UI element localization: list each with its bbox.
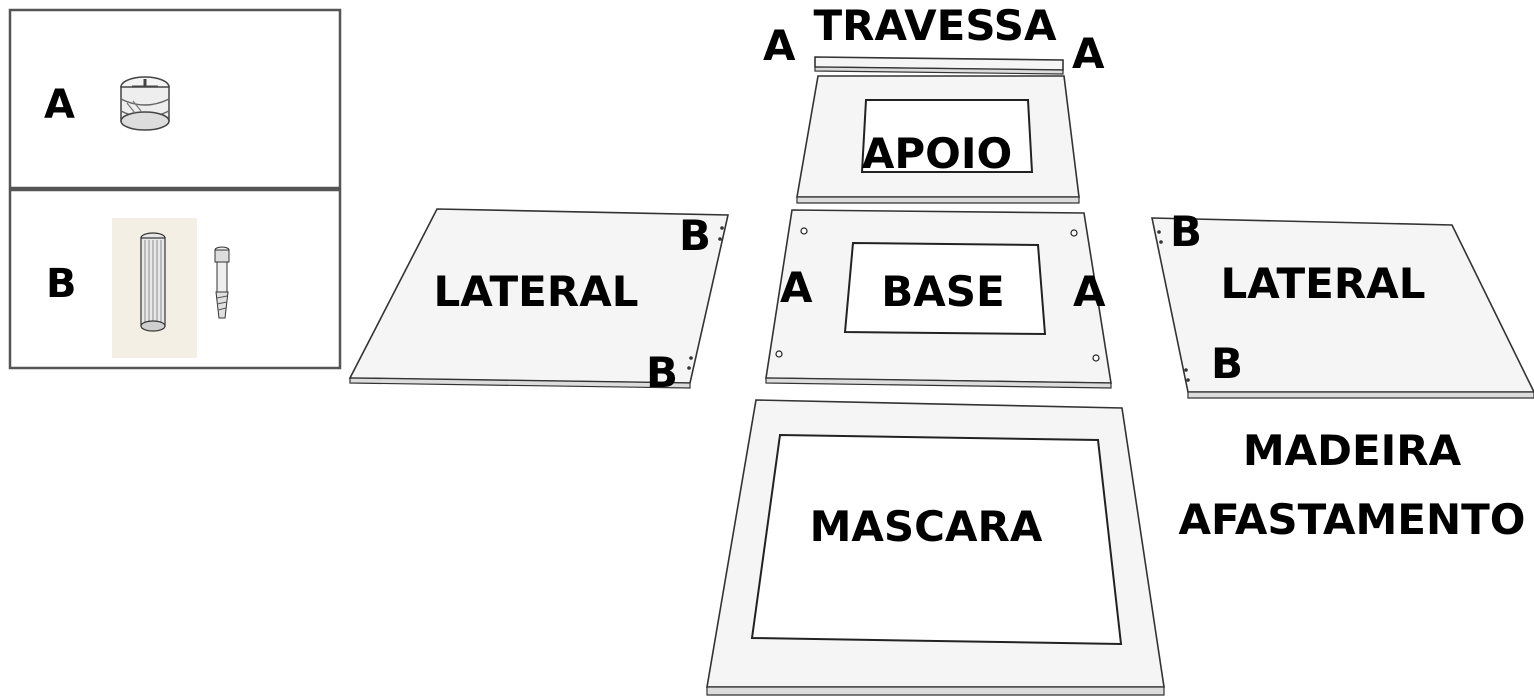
label-travessa: TRAVESSA <box>814 1 1057 50</box>
mascara-frame <box>706 399 1165 696</box>
marker-travessa-right: A <box>1072 29 1105 78</box>
label-lateral-right: LATERAL <box>1221 259 1426 308</box>
lateral-left-panel <box>348 208 729 389</box>
travessa-bar <box>814 56 1064 75</box>
lateral-right-panel <box>1151 217 1534 399</box>
cam-lock-fitting-icon <box>120 76 170 131</box>
apoio-panel <box>796 75 1080 204</box>
base-panel <box>765 209 1112 389</box>
marker-lateral-right-top: B <box>1170 207 1202 256</box>
marker-lateral-left-top: B <box>679 211 711 260</box>
label-base: BASE <box>881 267 1004 316</box>
legend-box-a: A <box>8 8 342 190</box>
label-mascara: MASCARA <box>810 502 1043 551</box>
legend-letter-a: A <box>44 82 75 128</box>
legend-letter-b: B <box>46 261 77 307</box>
marker-base-left: A <box>780 263 813 312</box>
legend-box-b: B <box>8 188 342 370</box>
marker-travessa-left: A <box>763 21 796 70</box>
marker-base-right: A <box>1073 267 1106 316</box>
marker-lateral-left-bottom: B <box>646 348 678 397</box>
marker-lateral-right-bottom: B <box>1211 339 1243 388</box>
label-afastamento: AFASTAMENTO <box>1178 495 1525 544</box>
wood-dowel-and-bolt-icon <box>112 218 230 358</box>
label-madeira: MADEIRA <box>1243 426 1462 475</box>
label-apoio: APOIO <box>862 129 1012 178</box>
label-lateral-left: LATERAL <box>434 267 639 316</box>
